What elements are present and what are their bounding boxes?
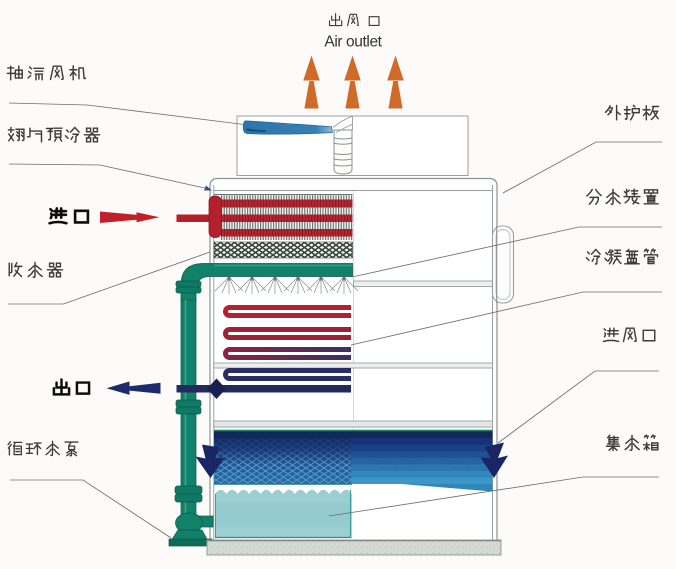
svg-text:Air outlet: Air outlet: [324, 34, 382, 51]
